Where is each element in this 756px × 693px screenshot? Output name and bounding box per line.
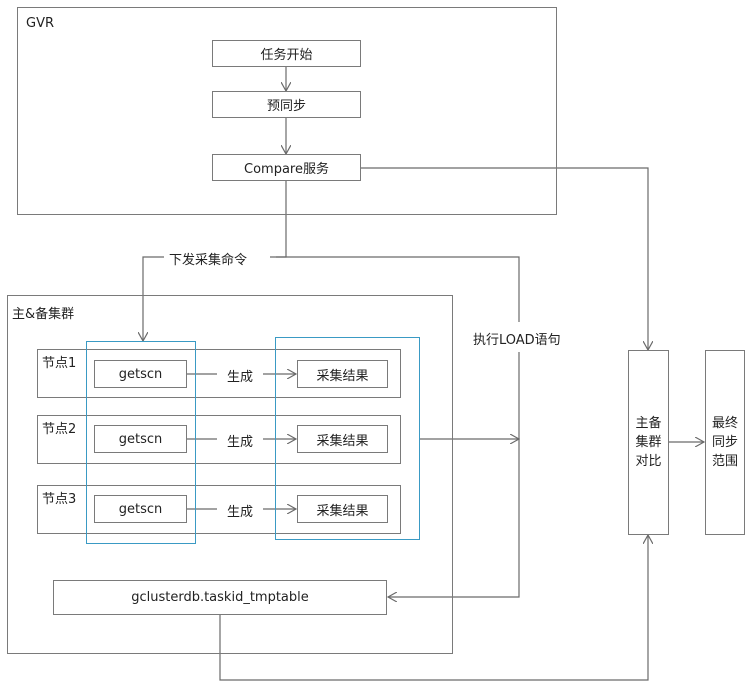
result-group-outline bbox=[275, 337, 420, 540]
final-sync-range-box[interactable]: 最终 同步 范围 bbox=[705, 350, 745, 535]
result-box-1[interactable]: 采集结果 bbox=[297, 360, 388, 388]
edge-dispatch-to-load bbox=[276, 256, 520, 322]
result-box-3[interactable]: 采集结果 bbox=[297, 495, 388, 523]
load-label: 执行LOAD语句 bbox=[471, 329, 563, 348]
getscn-box-1[interactable]: getscn bbox=[94, 360, 187, 388]
getscn-box-2[interactable]: getscn bbox=[94, 425, 187, 453]
node-row-1 bbox=[37, 349, 401, 398]
node-label-2: 节点2 bbox=[42, 422, 77, 437]
pre-sync-box[interactable]: 预同步 bbox=[212, 91, 361, 118]
cluster-compare-box[interactable]: 主备 集群 对比 bbox=[628, 350, 669, 535]
cluster-title: 主&备集群 bbox=[12, 307, 75, 322]
task-start-box[interactable]: 任务开始 bbox=[212, 40, 361, 67]
node-label-3: 节点3 bbox=[42, 492, 77, 507]
generate-label-2: 生成 bbox=[227, 435, 254, 450]
compare-line-2: 集群 bbox=[635, 435, 662, 450]
generate-label-3: 生成 bbox=[227, 505, 254, 520]
node-label-1: 节点1 bbox=[42, 356, 77, 371]
compare-service-box[interactable]: Compare服务 bbox=[212, 154, 361, 181]
tmptable-box[interactable]: gclusterdb.taskid_tmptable bbox=[53, 580, 387, 615]
edge-load-to-table bbox=[388, 352, 520, 597]
compare-line-1: 主备 bbox=[635, 416, 662, 431]
edge-dispatch-to-node1 bbox=[143, 256, 164, 341]
gvr-title: GVR bbox=[26, 16, 54, 31]
cluster-container bbox=[7, 295, 453, 654]
result-box-2[interactable]: 采集结果 bbox=[297, 425, 388, 453]
node-row-2 bbox=[37, 415, 401, 464]
dispatch-label: 下发采集命令 bbox=[166, 249, 251, 268]
compare-line-3: 对比 bbox=[635, 454, 662, 469]
getscn-box-3[interactable]: getscn bbox=[94, 495, 187, 523]
final-line-3: 范围 bbox=[711, 454, 738, 469]
edge-table-to-contrast bbox=[219, 535, 648, 681]
node-row-3 bbox=[37, 485, 401, 534]
final-line-2: 同步 bbox=[711, 435, 738, 450]
generate-label-1: 生成 bbox=[227, 370, 254, 385]
getscn-group-outline bbox=[86, 341, 196, 544]
edge-compare-to-contrast bbox=[360, 167, 648, 350]
final-line-1: 最终 bbox=[711, 416, 738, 431]
gvr-container bbox=[17, 7, 557, 215]
